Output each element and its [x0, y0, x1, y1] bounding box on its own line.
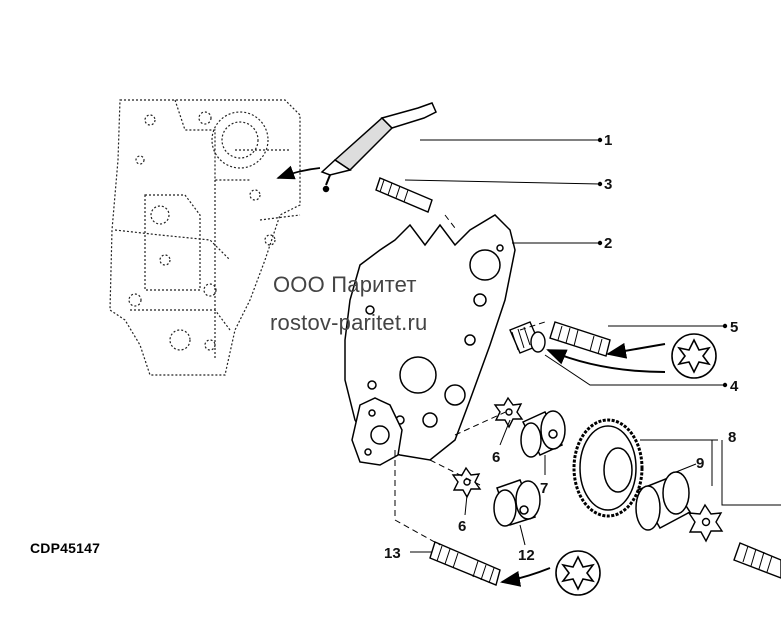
watermark-company: ООО Паритет — [273, 272, 417, 297]
star-lock-washer-upper — [493, 396, 524, 429]
star-lock-washer-right — [687, 503, 724, 543]
idler-pulley-lower — [493, 479, 541, 527]
idler-gear — [572, 418, 644, 518]
engine-block — [109, 99, 301, 376]
gear-cover-bracket — [351, 397, 403, 466]
callout-12: 12 — [518, 547, 535, 564]
plug-with-seal — [509, 321, 546, 354]
dowel-pin — [375, 177, 433, 213]
stud-bolt-right — [733, 542, 781, 579]
torque-arrow-4 — [546, 349, 666, 373]
callout-6-lower: 6 — [458, 518, 466, 535]
torx-drive-icon — [671, 333, 717, 379]
callout-9: 9 — [696, 455, 704, 472]
torque-arrow-13 — [500, 567, 551, 587]
idler-pulley-upper — [520, 410, 566, 458]
torx-drive-icon — [555, 550, 601, 596]
callout-1: 1 — [604, 132, 612, 149]
assembly-center-lines — [394, 214, 546, 546]
callout-leader-lines — [404, 139, 781, 553]
torque-arrow-5 — [606, 342, 666, 359]
watermark-website: rostov-paritet.ru — [270, 310, 428, 335]
callout-2: 2 — [604, 235, 612, 252]
callout-6-upper: 6 — [492, 449, 500, 466]
callout-3: 3 — [604, 176, 612, 193]
callout-5: 5 — [730, 319, 738, 336]
sealant-tube-icon — [320, 102, 437, 193]
callout-8: 8 — [728, 429, 736, 446]
callout-markers — [597, 137, 728, 388]
long-stud-bolt — [429, 541, 501, 586]
callout-4: 4 — [730, 378, 739, 395]
callout-7: 7 — [540, 480, 548, 497]
sealant-application-arrow — [276, 165, 321, 180]
callout-13: 13 — [384, 545, 401, 562]
front-plate — [344, 214, 516, 461]
figure-reference-code: CDP45147 — [30, 540, 101, 556]
gear-bushing — [635, 471, 692, 531]
stud-bolt — [549, 321, 611, 357]
